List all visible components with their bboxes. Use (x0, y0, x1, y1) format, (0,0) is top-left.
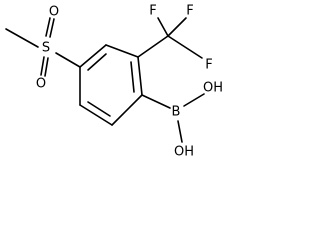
atom-label-sulfur: S (42, 41, 50, 56)
atom-label-oxygen-bottom: O (36, 77, 46, 92)
ring-inner-bond-2 (130, 61, 135, 93)
atom-label-oxygen-top: O (49, 5, 59, 20)
sulfur-ring-bond (55, 52, 81, 68)
cf3-fluorine-right-bond (167, 35, 203, 59)
ring-inner-bond-3 (87, 101, 111, 117)
sulfur-oxygen-top-bond-b (49, 18, 55, 38)
ring-bond-1 (79, 44, 107, 68)
sulfur-oxygen-bottom-bond-a (40, 56, 45, 76)
atom-label-hydroxyl-top: OH (203, 81, 223, 96)
methyl-sulfur-bond (5, 28, 39, 48)
cf3-fluorine-top-left-bond (157, 17, 169, 37)
ring-bond-4 (111, 94, 143, 126)
ring-bond-5 (79, 104, 113, 126)
ring-cf3-bond (137, 35, 169, 58)
sulfur-oxygen-bottom-bond-b (44, 57, 49, 77)
cf3-fluorine-top-right-bond (167, 17, 187, 37)
ring-boron-bond (141, 94, 171, 109)
ring-inner-bond-1 (87, 53, 107, 71)
ring-bond-3 (137, 56, 143, 96)
boron-hydroxyl-top-bond (183, 93, 205, 107)
chemical-structure-diagram: O S O F F F B OH OH (5, 4, 223, 160)
atom-label-fluorine-right: F (205, 58, 212, 73)
ring-bond-2 (105, 44, 139, 58)
atom-label-hydroxyl-bottom: OH (174, 145, 194, 160)
atom-label-fluorine-top-left: F (149, 4, 156, 19)
atom-label-fluorine-top-right: F (186, 4, 193, 19)
atom-label-boron: B (172, 105, 181, 120)
sulfur-oxygen-top-bond-a (45, 17, 51, 37)
boron-hydroxyl-bottom-bond (177, 120, 183, 143)
